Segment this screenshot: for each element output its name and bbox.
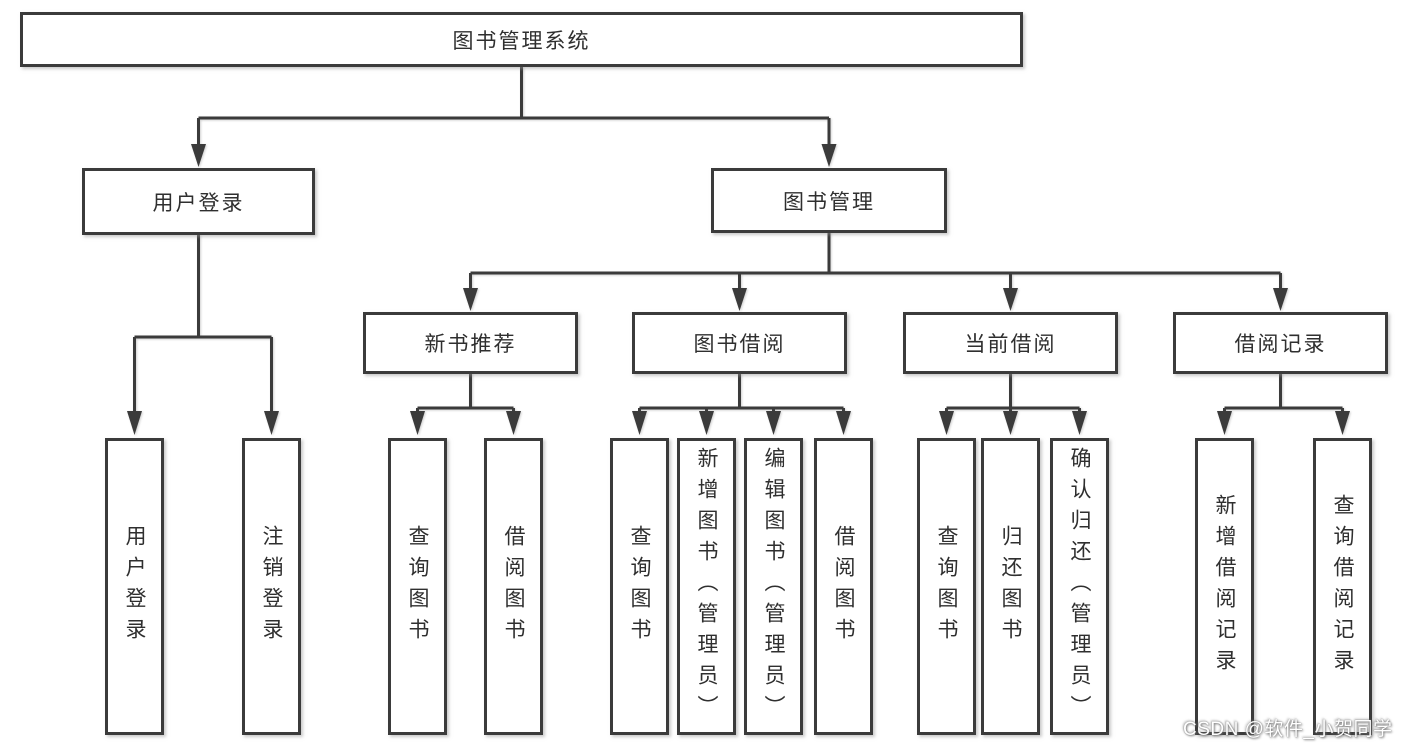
- leaf-confirm-return-admin: 确认归还（管理员）: [1050, 438, 1109, 735]
- leaf-edit-book-admin: 编辑图书（管理员）: [744, 438, 803, 735]
- node-new-book-recommend: 新书推荐: [363, 312, 578, 374]
- leaf-query-books-borrow: 查询图书: [610, 438, 669, 735]
- node-book-borrow: 图书借阅: [632, 312, 847, 374]
- node-user-login: 用户登录: [82, 168, 315, 235]
- leaf-logout: 注销登录: [242, 438, 301, 735]
- leaf-query-borrow-record: 查询借阅记录: [1313, 438, 1372, 735]
- leaf-borrow-books-recommend: 借阅图书: [484, 438, 543, 735]
- csdn-watermark: CSDN @软件_小贺同学: [1183, 719, 1393, 740]
- node-root-system: 图书管理系统: [20, 12, 1023, 67]
- leaf-add-borrow-record: 新增借阅记录: [1195, 438, 1254, 735]
- leaf-add-book-admin: 新增图书（管理员）: [677, 438, 736, 735]
- leaf-borrow-books: 借阅图书: [814, 438, 873, 735]
- node-current-borrow: 当前借阅: [903, 312, 1118, 374]
- arrowheads: [127, 144, 1350, 435]
- leaf-user-login: 用户登录: [105, 438, 164, 735]
- leaf-return-books: 归还图书: [981, 438, 1040, 735]
- node-book-management: 图书管理: [711, 168, 947, 233]
- leaf-query-books-current: 查询图书: [917, 438, 976, 735]
- node-borrow-record: 借阅记录: [1173, 312, 1388, 374]
- leaf-query-books-recommend: 查询图书: [388, 438, 447, 735]
